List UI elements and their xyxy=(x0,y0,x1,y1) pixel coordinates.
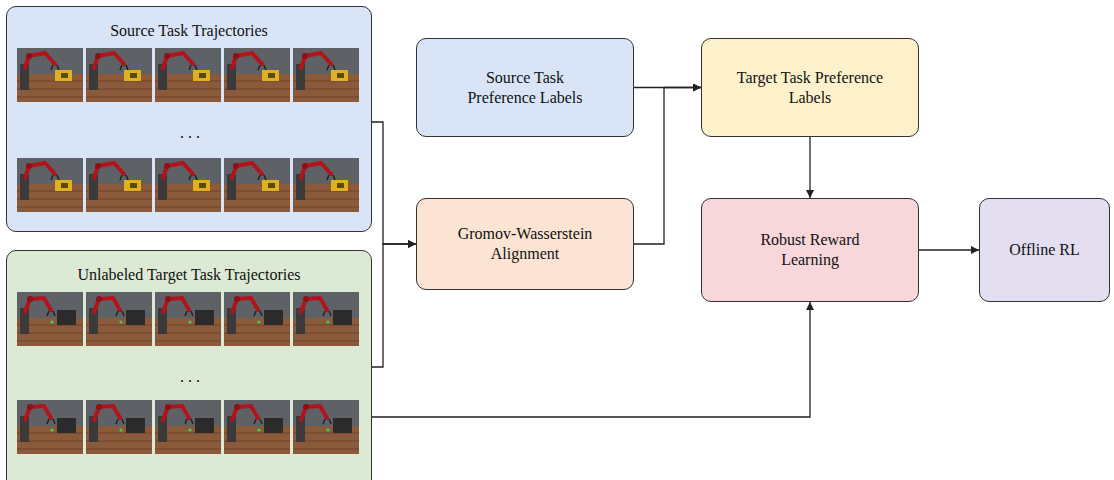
trajectory-panel: Unlabeled Target Task Trajectories xyxy=(6,250,372,480)
connector-arrow xyxy=(372,244,416,367)
process-box: Source Task Preference Labels xyxy=(416,38,634,137)
robot-frame xyxy=(17,400,83,454)
robot-frame xyxy=(155,158,221,212)
robot-frame xyxy=(293,400,359,454)
robot-frame xyxy=(17,292,83,346)
panel-heading: Unlabeled Target Task Trajectories xyxy=(77,265,300,285)
robot-frame xyxy=(293,48,359,102)
robot-frame xyxy=(293,292,359,346)
process-box: Offline RL xyxy=(979,198,1110,302)
robot-frame xyxy=(155,400,221,454)
process-box: Gromov-Wasserstein Alignment xyxy=(416,198,634,290)
connector-arrow xyxy=(809,137,810,198)
box-label: Target Task Preference Labels xyxy=(735,68,885,108)
trajectory-panel: Source Task Trajectories xyxy=(6,6,372,232)
robot-frame xyxy=(224,48,290,102)
box-label: Robust Reward Learning xyxy=(730,230,890,270)
robot-frame xyxy=(86,400,152,454)
robot-frame xyxy=(224,158,290,212)
robot-frame xyxy=(293,158,359,212)
robot-frame xyxy=(86,292,152,346)
robot-frame xyxy=(155,292,221,346)
robot-frame xyxy=(86,158,152,212)
box-label: Offline RL xyxy=(1009,240,1079,260)
robot-frame xyxy=(224,292,290,346)
panel-heading: Source Task Trajectories xyxy=(110,21,268,41)
process-box: Robust Reward Learning xyxy=(701,198,919,302)
robot-frame xyxy=(17,48,83,102)
robot-frame xyxy=(155,48,221,102)
box-label: Gromov-Wasserstein Alignment xyxy=(445,224,605,264)
process-box: Target Task Preference Labels xyxy=(701,38,919,137)
robot-frame xyxy=(224,400,290,454)
connector-arrow xyxy=(634,88,701,245)
robot-frame xyxy=(17,158,83,212)
box-label: Source Task Preference Labels xyxy=(450,68,600,108)
ellipsis-label: . . . xyxy=(140,367,240,386)
ellipsis-label: . . . xyxy=(140,123,240,142)
connector-arrow xyxy=(919,249,979,250)
connector-arrow xyxy=(372,302,810,417)
connector-arrow xyxy=(372,122,416,244)
robot-frame xyxy=(86,48,152,102)
